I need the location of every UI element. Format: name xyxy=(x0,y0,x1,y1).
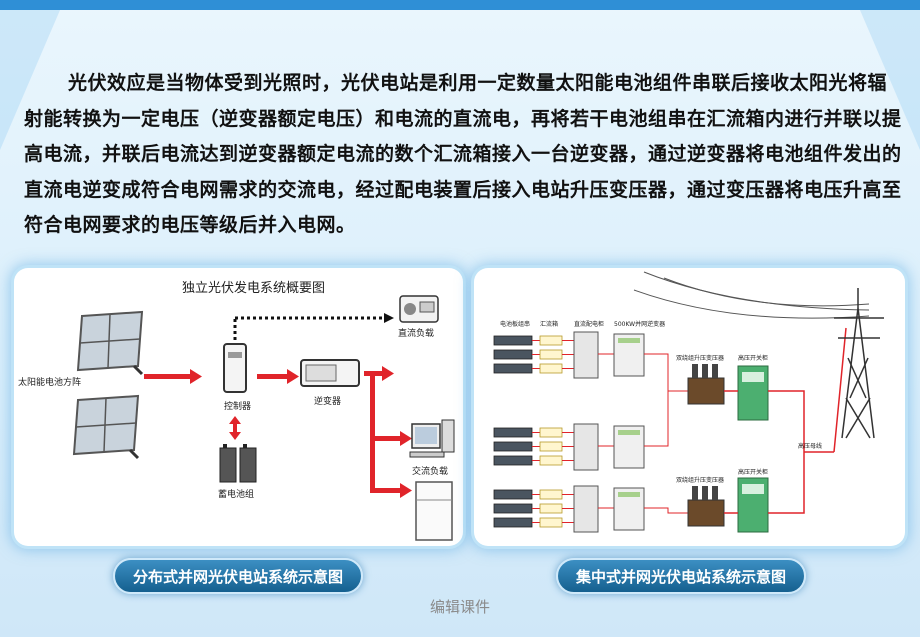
solar-panel-icon xyxy=(72,394,140,460)
solar-panel-string xyxy=(493,349,533,360)
switchgear-icon xyxy=(737,365,769,421)
transmission-tower-icon xyxy=(834,288,884,439)
ac-load-label: 交流负载 xyxy=(412,465,448,477)
solar-panel-string xyxy=(493,363,533,374)
pv-rows xyxy=(493,331,688,533)
flow-arrow xyxy=(144,369,202,384)
combiner-box xyxy=(539,489,563,500)
dc-flow-arrow xyxy=(233,313,394,340)
pv-row-group xyxy=(493,485,688,533)
dc-cabinet xyxy=(573,485,599,533)
background-shape-left xyxy=(0,10,60,150)
transformer-label-bottom: 双绕组升压变压器 xyxy=(676,476,724,484)
combiner-box xyxy=(539,517,563,528)
refrigerator-icon xyxy=(415,481,453,541)
combiner-box xyxy=(539,335,563,346)
solar-panel-string xyxy=(493,441,533,452)
combiner-box xyxy=(539,363,563,374)
standalone-pv-diagram: 独立光伏发电系统概要图 太阳能电池方阵 xyxy=(18,280,455,541)
battery-label: 蓄电池组 xyxy=(218,488,254,500)
inverter-label: 逆变器 xyxy=(314,395,341,407)
solar-array-label: 太阳能电池方阵 xyxy=(18,376,81,388)
combiner-box xyxy=(539,455,563,466)
controller-icon xyxy=(223,343,247,393)
transformer-label-top: 双绕组升压变压器 xyxy=(676,354,724,362)
switchgear-label: 高压开关柜 xyxy=(738,354,768,362)
solar-panel-string xyxy=(493,517,533,528)
standalone-pv-diagram-panel: 独立光伏发电系统概要图 太阳能电池方阵 xyxy=(14,268,463,546)
centralized-pv-diagram-panel: 电池板组串 汇流箱 直流配电柜 500KW并网逆变器 双绕组升压变压器 双绕组升… xyxy=(474,268,905,546)
dc-cabinet xyxy=(573,331,599,379)
diagram-title: 独立光伏发电系统概要图 xyxy=(182,280,325,296)
solar-panel-string xyxy=(493,503,533,514)
solar-panel-icon xyxy=(76,310,144,376)
transformer-icon xyxy=(687,364,725,405)
battery-icon xyxy=(219,444,257,483)
footer-text: 编辑课件 xyxy=(429,598,490,616)
combiner-header-label: 汇流箱 xyxy=(540,320,558,328)
inverter-header-label: 500KW并网逆变器 xyxy=(614,320,665,328)
computer-icon xyxy=(409,419,455,458)
solar-panel-string xyxy=(493,335,533,346)
top-accent-bar xyxy=(0,0,920,10)
body-paragraph: 光伏效应是当物体受到光照时，光伏电站是利用一定数量太阳能电池组件串联后接收太阳光… xyxy=(24,72,902,236)
combiner-box xyxy=(539,427,563,438)
dc-load-label: 直流负载 xyxy=(398,327,434,339)
switchgear-label: 高压开关柜 xyxy=(738,468,768,476)
transformer-icon xyxy=(687,486,725,527)
switchgear-icon xyxy=(737,477,769,533)
solar-panel-string xyxy=(493,489,533,500)
centralized-pv-diagram: 电池板组串 汇流箱 直流配电柜 500KW并网逆变器 双绕组升压变压器 双绕组升… xyxy=(493,271,884,533)
inverter-icon xyxy=(300,359,360,387)
flow-arrow xyxy=(364,366,412,498)
combiner-box xyxy=(539,441,563,452)
combiner-box xyxy=(539,349,563,360)
solar-panel-string xyxy=(493,427,533,438)
dc-cabinet xyxy=(573,423,599,471)
dc-cabinet-label: 直流配电柜 xyxy=(574,320,604,328)
pv-string-label: 电池板组串 xyxy=(500,320,530,328)
caption-distributed-pv: 分布式并网光伏电站系统示意图 xyxy=(113,558,363,594)
controller-label: 控制器 xyxy=(224,400,251,412)
combiner-box xyxy=(539,503,563,514)
caption-centralized-pv: 集中式并网光伏电站系统示意图 xyxy=(556,558,806,594)
power-lines xyxy=(633,271,870,319)
bidirectional-arrow xyxy=(229,416,241,440)
background-shape-right xyxy=(860,10,920,150)
connection-lines xyxy=(724,327,847,514)
solar-panel-string xyxy=(493,455,533,466)
radio-icon xyxy=(399,295,439,323)
pv-row-group xyxy=(493,390,688,471)
pv-row-group xyxy=(493,331,688,392)
busbar-label: 高压母线 xyxy=(798,442,822,450)
flow-arrow xyxy=(257,369,299,384)
